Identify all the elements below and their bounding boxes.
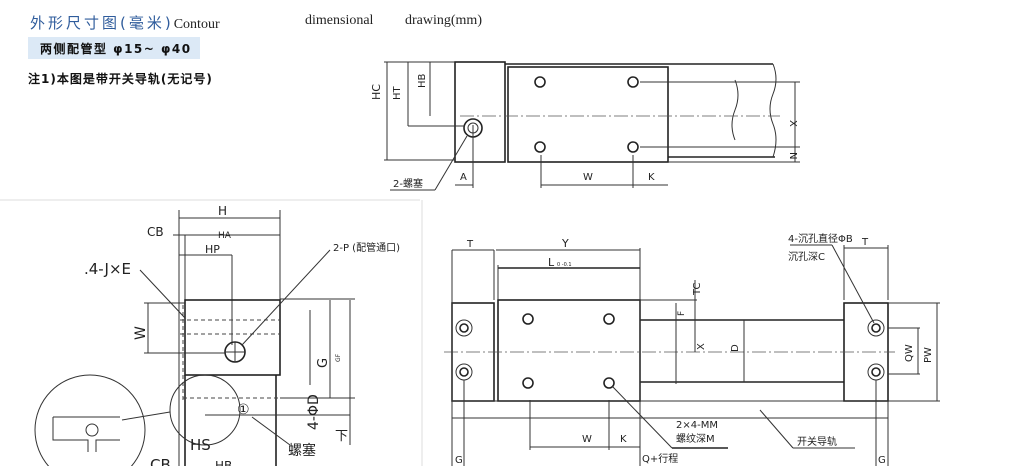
label-plug: 2-螺塞 (393, 177, 423, 190)
dim-hb-2: HB (215, 459, 232, 466)
dim-x: X (787, 120, 798, 127)
label-thread-depth: 螺纹深M (676, 432, 715, 445)
note: 注1)本图是带开关导轨(无记号) (28, 72, 213, 86)
label-switch-rail: 开关导轨 (797, 435, 837, 448)
dim-hb: HB (417, 73, 428, 88)
dim-d: 4-ΦD (306, 394, 322, 430)
dim-y: Y (561, 237, 569, 250)
dim-q-stroke: Q+行程 (642, 452, 678, 465)
title-cn: 外形尺寸图(毫米) (30, 14, 174, 32)
title-en: Contour (173, 17, 220, 32)
dim-g: G (316, 358, 331, 368)
dim-cb: CB (147, 225, 164, 239)
dim-h: H (218, 204, 227, 218)
dim-a: A (460, 172, 467, 183)
label-j-e: .4-J×E (84, 260, 131, 278)
page-title: 外形尺寸图(毫米)Contour (30, 12, 220, 33)
dim-cb-2: CB (150, 456, 171, 466)
subtitle-band: 两侧配管型 φ15~ φ40 (28, 37, 200, 59)
dim-gf: GF (335, 353, 342, 362)
side-view: H CB HA HP .4-J×E 2-P (配管通口) W G GF 4-ΦD… (34, 204, 400, 466)
dim-tc: TC (692, 282, 703, 296)
top-view: HC HT HB A W K X N 2-螺塞 (370, 61, 800, 191)
title-en-2: dimensional (305, 13, 374, 28)
dim-qw: QW (904, 344, 915, 362)
front-view: T Y L 0 -0.1 TC F X D 4-沉孔直径ΦB 沉孔深C T QW… (444, 232, 940, 466)
dim-k-front: K (620, 434, 627, 445)
label-down: 下 (335, 429, 348, 444)
dim-ha: HA (218, 231, 232, 241)
dim-pw: PW (923, 347, 934, 363)
subtitle: 两侧配管型 φ15~ φ40 (40, 42, 192, 56)
dim-hs: HS (190, 436, 211, 454)
thread-holes (522, 313, 615, 389)
counterbore-holes (455, 319, 885, 381)
dim-w: W (583, 172, 593, 183)
dim-ht: HT (392, 85, 403, 100)
dim-f: F (677, 311, 687, 316)
dim-t-left: T (466, 239, 474, 250)
dim-l-tolerance: 0 -0.1 (557, 262, 572, 268)
dim-d-front: D (730, 344, 741, 352)
dim-hc: HC (370, 84, 383, 100)
dim-w-side: W (133, 326, 149, 340)
dim-g-left: G (455, 455, 463, 466)
dim-t-right: T (861, 237, 869, 248)
label-thread: 2×4-MM (676, 420, 718, 431)
label-counterbore: 4-沉孔直径ΦB (788, 232, 853, 245)
dim-x-front: X (696, 343, 707, 350)
dim-g-right: G (878, 455, 886, 466)
label-port: 2-P (配管通口) (333, 241, 400, 254)
label-plug-side: 螺塞 (288, 442, 316, 459)
label-circle-1: ① (237, 402, 250, 418)
title-en-3: drawing(mm) (405, 13, 482, 28)
dim-w-front: W (582, 434, 592, 445)
dim-hp: HP (205, 243, 220, 256)
dim-l: L (548, 256, 555, 269)
dim-n: N (787, 152, 798, 159)
label-counterbore-depth: 沉孔深C (788, 250, 825, 263)
dim-k: K (648, 172, 655, 183)
